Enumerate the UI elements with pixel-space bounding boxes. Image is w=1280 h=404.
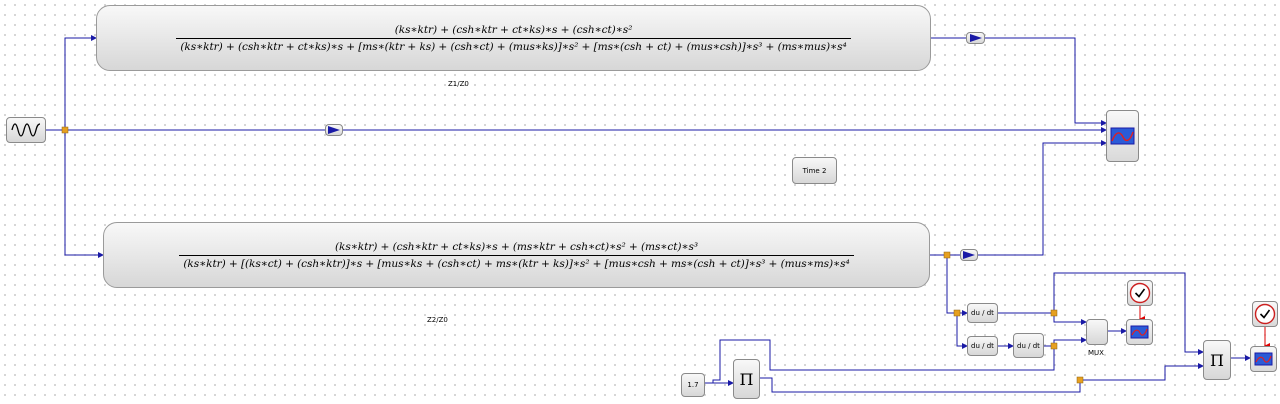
derivative-block-3[interactable]: du / dt — [1013, 333, 1044, 358]
product-block-left[interactable]: Π — [733, 359, 760, 399]
derivative-block-2[interactable]: du / dt — [967, 336, 998, 356]
z2-numerator: (ks∗ktr) + (csh∗ktr + ct∗ks)∗s + (ms∗ktr… — [335, 240, 698, 253]
scope-plot-icon — [1130, 325, 1149, 339]
transfer-function-z1[interactable]: (ks∗ktr) + (csh∗ktr + ct∗ks)∗s + (csh∗ct… — [96, 5, 931, 71]
z2-denominator: (ks∗ktr) + [(ks∗ct) + (csh∗ktr)]∗s + [mu… — [183, 257, 850, 270]
clock-block-2[interactable] — [1252, 301, 1278, 327]
z1-numerator: (ks∗ktr) + (csh∗ktr + ct∗ks)∗s + (csh∗ct… — [394, 23, 633, 36]
constant-block[interactable]: 1.7 — [681, 373, 705, 397]
split-point-source — [61, 126, 69, 134]
clock-block-1[interactable] — [1127, 280, 1153, 306]
product-block-right[interactable]: Π — [1203, 340, 1231, 380]
z1-fraction: (ks∗ktr) + (csh∗ktr + ct∗ks)∗s + (csh∗ct… — [176, 23, 851, 53]
time-label-block[interactable]: Time 2 — [792, 157, 837, 184]
transfer-function-z2[interactable]: (ks∗ktr) + (csh∗ktr + ct∗ks)∗s + (ms∗ktr… — [103, 222, 930, 288]
product-symbol: Π — [1210, 350, 1224, 370]
gain-block-middle[interactable] — [325, 124, 343, 136]
mux-block[interactable] — [1086, 319, 1108, 345]
gain-triangle-icon — [969, 34, 982, 42]
wire-deriv1-to-mux — [998, 312, 1087, 325]
mux-label: MUX — [1088, 349, 1104, 357]
clock-icon — [1254, 303, 1276, 325]
z2-label: Z2/Z0 — [427, 316, 448, 324]
scope-block-mux[interactable] — [1126, 319, 1153, 345]
sine-wave-icon — [11, 123, 41, 137]
wire-z2-to-deriv2 — [956, 313, 968, 349]
wire-split-to-z1 — [64, 35, 97, 130]
wire-deriv3-to-mux — [1044, 337, 1087, 347]
gain-triangle-icon — [963, 251, 975, 259]
split-point-deriv1 — [1050, 309, 1058, 317]
product-symbol: Π — [739, 369, 754, 389]
scope-block-product[interactable] — [1250, 346, 1277, 372]
wire-gain-top-to-scope — [985, 37, 1107, 126]
z1-label: Z1/Z0 — [448, 80, 469, 88]
wire-split-to-z2 — [64, 130, 104, 258]
z2-fraction: (ks∗ktr) + (csh∗ktr + ct∗ks)∗s + (ms∗ktr… — [179, 240, 854, 270]
gain-triangle-icon — [328, 126, 340, 134]
split-point-z2 — [943, 251, 951, 259]
z1-denominator: (ks∗ktr) + (csh∗ktr + ct∗ks)∗s + [ms∗(kt… — [180, 40, 847, 53]
z1-fraction-bar — [176, 37, 851, 39]
sine-source-block[interactable] — [6, 117, 46, 143]
split-point-bottom — [1076, 376, 1084, 384]
scope-plot-icon — [1110, 127, 1135, 145]
wire-gain-bot-to-scope — [978, 140, 1107, 256]
derivative-block-1[interactable]: du / dt — [967, 303, 998, 323]
split-point-deriv3 — [1050, 342, 1058, 350]
z2-fraction-bar — [179, 254, 854, 256]
scope-plot-icon — [1254, 352, 1273, 366]
wire-z2-to-deriv1 — [946, 255, 968, 316]
split-point-deriv — [953, 309, 961, 317]
gain-block-top[interactable] — [966, 32, 985, 44]
wire-product-left-feedback — [712, 339, 1055, 383]
wire-deriv1-to-product — [1053, 272, 1204, 355]
wire-product-left-out — [760, 363, 1204, 393]
scope-block-main[interactable] — [1106, 110, 1139, 162]
clock-icon — [1129, 282, 1151, 304]
gain-block-bottom[interactable] — [960, 249, 978, 261]
